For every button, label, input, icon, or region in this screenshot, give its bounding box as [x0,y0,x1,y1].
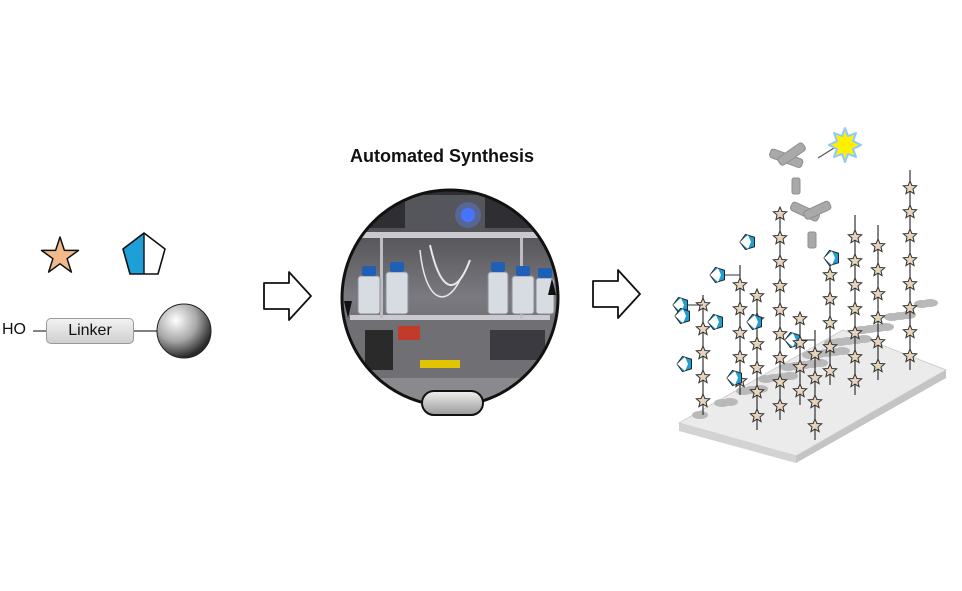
star-icon [807,345,823,361]
star-icon [792,382,808,398]
pentagon-icon [784,331,800,349]
star-icon [772,373,788,389]
star-icon [847,300,863,316]
star-icon [772,397,788,413]
star-icon [792,334,808,350]
star-icon [695,296,711,312]
star-icon [847,276,863,292]
pentagon-icon [674,307,690,325]
antibody-icon [769,142,832,249]
star-icon [870,357,886,373]
star-icon [772,205,788,221]
star-icon [807,369,823,385]
star-icon [732,348,748,364]
pentagon-icon [676,355,692,373]
star-icon [772,277,788,293]
pentagon-icon [707,313,723,331]
hydroxyl-label: HO [2,321,26,338]
star-icon [695,368,711,384]
star-icon [772,229,788,245]
star-icon [749,335,765,351]
well [834,347,850,355]
arrow-right-icon [592,269,641,319]
star-icon [870,237,886,253]
well [812,359,828,367]
star-icon [732,276,748,292]
star-icon [870,333,886,349]
well [900,311,916,319]
star-icon [749,407,765,423]
star-icon [792,358,808,374]
star-icon [772,325,788,341]
star-icon [902,227,918,243]
star-icon [695,392,711,408]
star-icon [847,228,863,244]
star-icon [822,314,838,330]
star-icon [732,324,748,340]
star-icon [772,349,788,365]
well [692,411,708,419]
star-icon [772,301,788,317]
star-icon [902,179,918,195]
building-blocks [40,232,166,275]
star-icon [822,362,838,378]
star-icon [902,275,918,291]
star-icon [847,252,863,268]
pentagon-icon [122,232,166,275]
star-icon [902,347,918,363]
star-icon [822,338,838,354]
well [722,398,738,406]
well [782,372,798,380]
star-icon [870,261,886,277]
star-icon [40,236,80,273]
star-icon [772,253,788,269]
star-icon [732,300,748,316]
pentagon-icon [726,369,742,387]
star-icon [749,383,765,399]
star-icon [902,203,918,219]
diagram-title: Automated Synthesis [349,146,535,166]
star-icon [822,290,838,306]
star-icon [807,393,823,409]
star-icon [870,309,886,325]
antibody-fluorophore-bond [817,147,835,159]
glycan-chains [672,170,918,440]
star-icon [695,344,711,360]
well [856,335,872,343]
star-icon [847,372,863,388]
well [878,323,894,331]
star-icon [902,323,918,339]
star-icon [902,299,918,315]
star-icon [847,348,863,364]
reactor-capsule-icon [421,390,484,416]
cycle-arrow-left [344,301,352,318]
star-icon [695,320,711,336]
pentagon-icon [746,313,762,331]
star-icon [807,417,823,433]
linker-box: Linker [46,318,134,344]
star-icon [902,251,918,267]
star-icon [822,266,838,282]
star-icon [792,310,808,326]
resin-bead-icon [156,303,212,359]
arrow-right-icon [263,271,312,321]
fluorophore-icon [828,127,862,163]
pentagon-icon [823,249,839,267]
star-icon [847,324,863,340]
pentagon-icon [709,266,725,284]
star-icon [870,285,886,301]
cycle-arrow-right [548,278,556,295]
pentagon-icon [739,233,755,251]
star-icon [749,359,765,375]
well [922,299,938,307]
star-icon [749,287,765,303]
